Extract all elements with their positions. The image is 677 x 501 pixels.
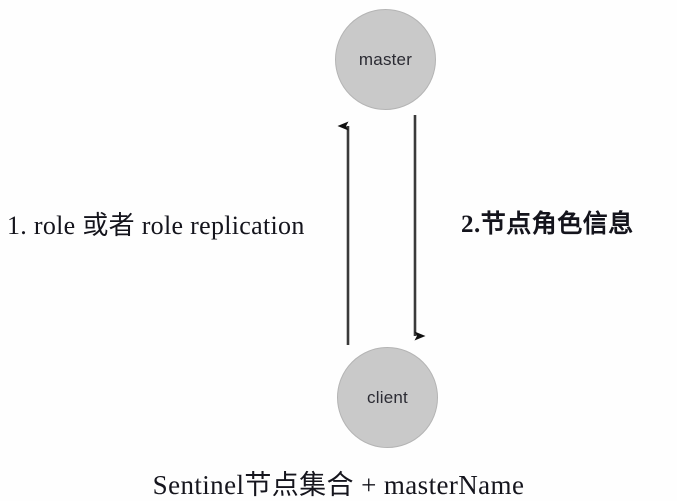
edge-label-master-to-client: 2.节点角色信息 [461, 211, 634, 238]
node-master[interactable]: master [335, 9, 436, 110]
node-master-label: master [358, 49, 413, 69]
edge-label-client-to-master: 1. role 或者 role replication [7, 211, 305, 240]
node-client[interactable]: client [337, 347, 438, 448]
diagram-caption: Sentinel节点集合 + masterName [152, 470, 525, 500]
node-client-label: client [367, 387, 408, 407]
